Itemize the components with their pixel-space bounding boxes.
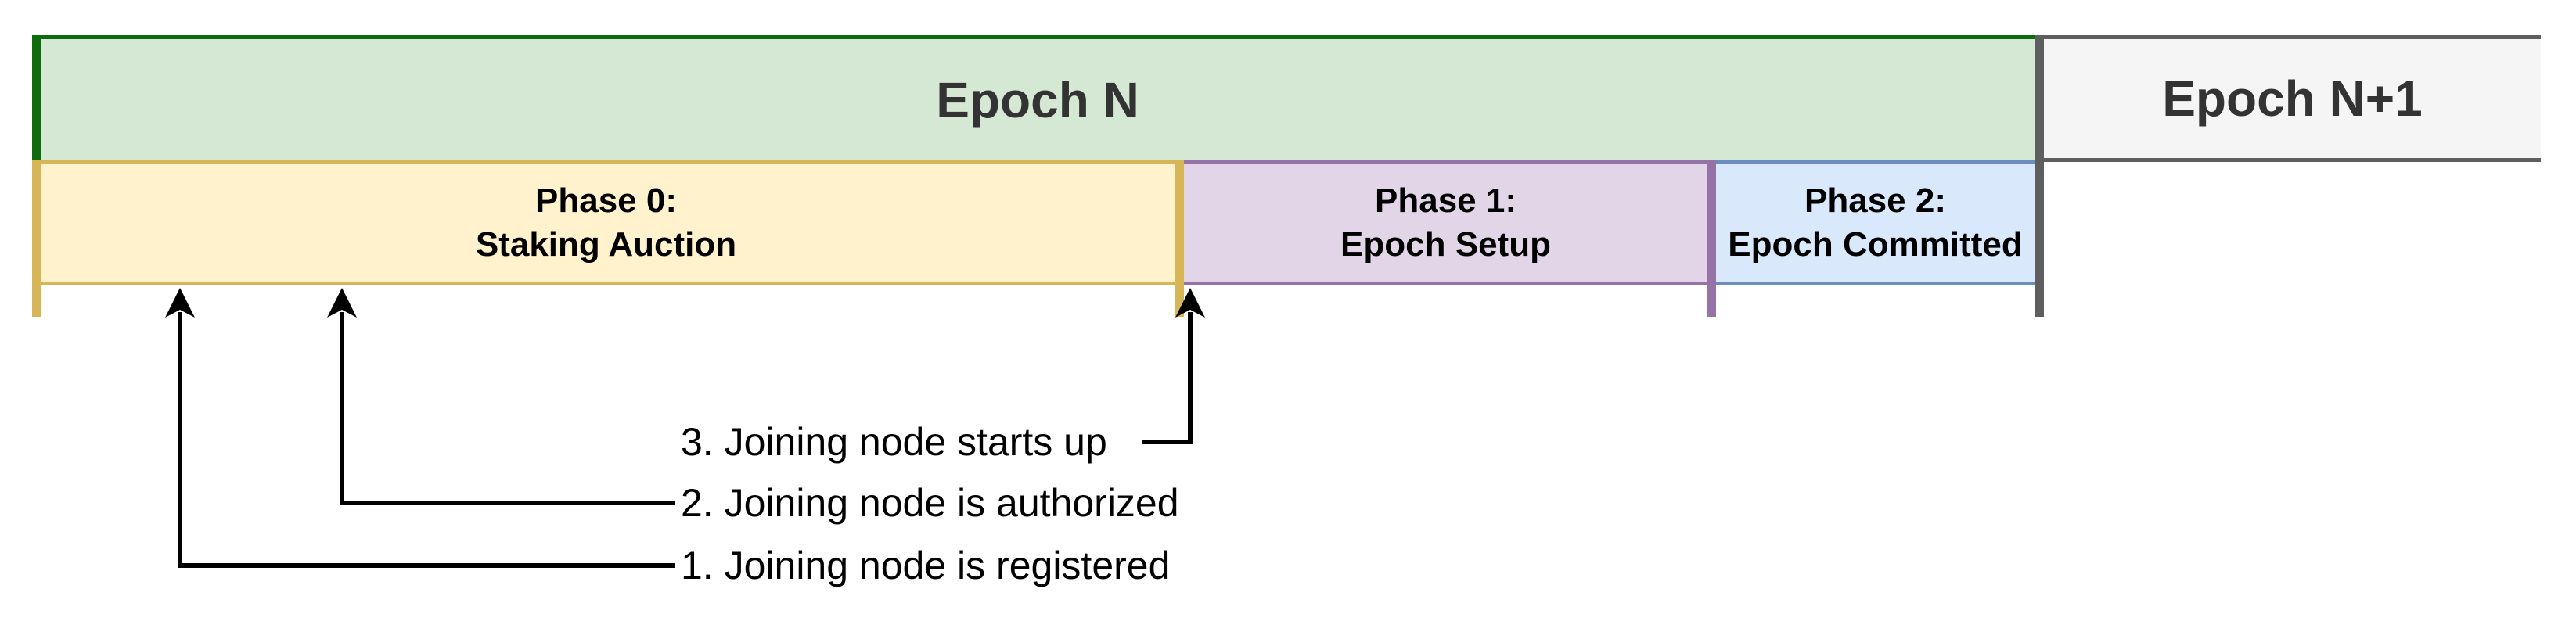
phase-1-subtitle: Epoch Setup xyxy=(1340,225,1551,264)
phase-0-subtitle: Staking Auction xyxy=(475,225,737,264)
phase-0-right-edge-line xyxy=(1175,160,1184,317)
event-1-arrow-up-icon xyxy=(165,288,195,318)
phase-1-right-edge-line xyxy=(1707,160,1716,317)
event-2-label: 2. Joining node is authorized xyxy=(681,481,1179,525)
phase-0-title: Phase 0: xyxy=(535,181,677,220)
epoch-n-bar: Epoch N xyxy=(32,35,2035,160)
phase-1-title: Phase 1: xyxy=(1375,181,1516,220)
event-2-connector-line xyxy=(340,312,675,505)
phase-0-left-edge-line xyxy=(32,160,41,317)
event-1-label: 1. Joining node is registered xyxy=(681,544,1171,587)
epoch-n-plus-1-label: Epoch N+1 xyxy=(2162,70,2423,127)
phase-2-subtitle: Epoch Committed xyxy=(1728,225,2023,264)
event-3-connector-line xyxy=(1142,312,1193,444)
phase-2-title: Phase 2: xyxy=(1804,181,1946,220)
phase-1-epoch-setup-box: Phase 1: Epoch Setup xyxy=(1184,160,1707,285)
epoch-n-plus-1-bar: Epoch N+1 xyxy=(2044,35,2541,162)
event-1-connector-line xyxy=(178,312,675,568)
phase-2-epoch-committed-box: Phase 2: Epoch Committed xyxy=(1716,160,2035,285)
epoch-boundary-line xyxy=(2035,35,2044,317)
epoch-n-label: Epoch N xyxy=(936,71,1139,128)
phase-0-staking-auction-box: Phase 0: Staking Auction xyxy=(32,160,1180,285)
event-2-arrow-up-icon xyxy=(327,288,357,318)
event-3-label: 3. Joining node starts up xyxy=(681,420,1107,464)
